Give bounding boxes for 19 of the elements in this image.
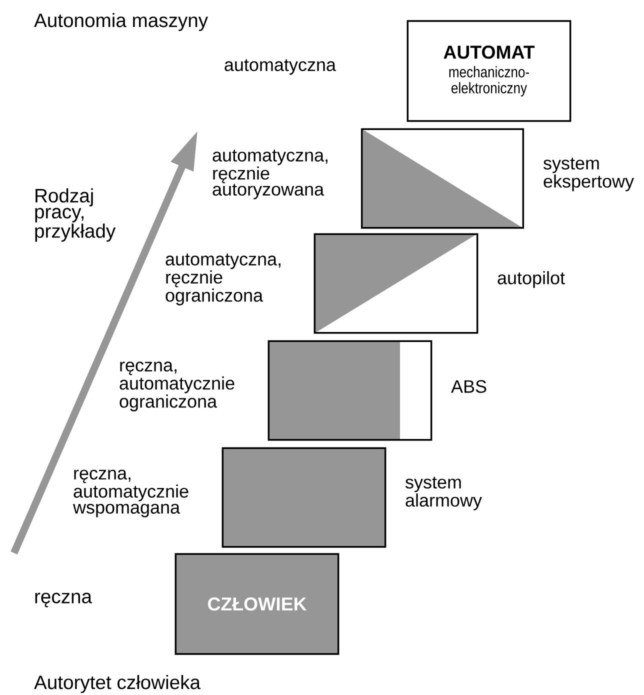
axis-label: Rodzaj pracy, przykłady bbox=[35, 188, 116, 242]
machine-box: AUTOMAT mechaniczno-elektroniczny bbox=[406, 20, 572, 122]
axis-label: Autorytet człowieka bbox=[34, 675, 201, 694]
automation-level-box bbox=[314, 233, 478, 334]
automation-level-box bbox=[268, 340, 432, 441]
work-type-label: ręczna bbox=[35, 592, 92, 608]
example-label: ABS bbox=[451, 380, 486, 393]
person-box: CZŁOWIEK bbox=[174, 553, 340, 655]
work-type-label: automatyczna bbox=[224, 59, 336, 75]
work-type-label: automatyczna, ręcznie ograniczona bbox=[166, 254, 280, 306]
axis-label: Autonomia maszyny bbox=[34, 13, 208, 32]
automation-level-box bbox=[222, 447, 386, 548]
automation-level-box bbox=[360, 128, 524, 229]
example-label: system ekspertowy bbox=[544, 158, 634, 192]
work-type-label: ręczna, automatycznie wspomagana bbox=[72, 470, 188, 518]
example-label: autopilot bbox=[498, 271, 565, 288]
example-label: system alarmowy bbox=[406, 476, 482, 510]
work-type-label: automatyczna, ręcznie autoryzowana bbox=[212, 150, 328, 200]
work-type-label: ręczna, automatycznie ograniczona bbox=[120, 362, 234, 412]
